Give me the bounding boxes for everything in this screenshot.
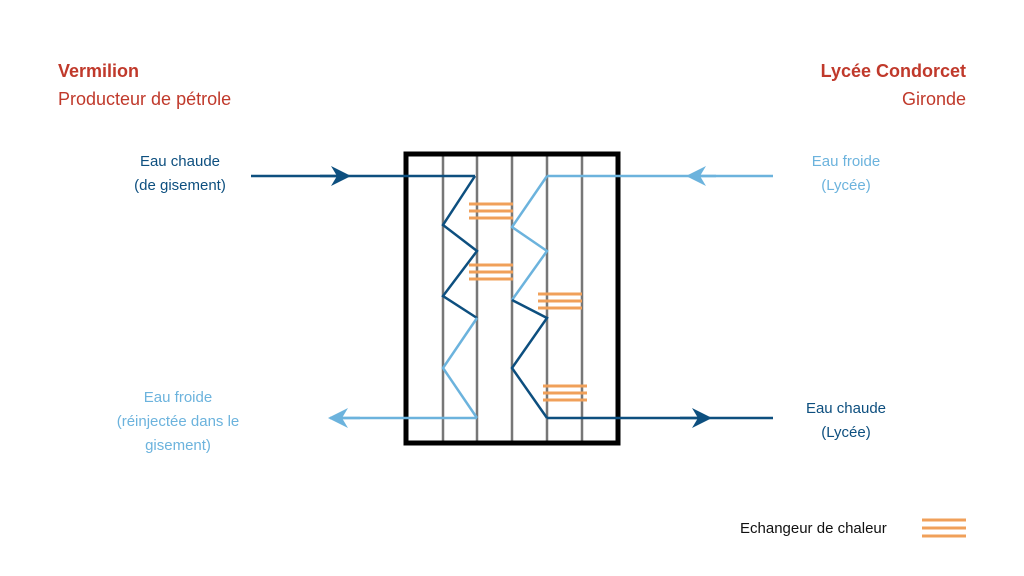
heat-exchanger-icon-3 xyxy=(538,292,582,310)
cold-flow-zigzag-right xyxy=(510,175,549,301)
heat-exchanger-icon-1 xyxy=(469,202,513,220)
right-site-name: Lycée Condorcet xyxy=(820,61,966,81)
heat-exchanger-icon-4 xyxy=(543,384,587,402)
legend-label: Echangeur de chaleur xyxy=(740,520,887,537)
label-hot-water-in-line1: Eau chaude xyxy=(139,153,221,170)
label-cold-water-in-line2: (Lycée) xyxy=(821,177,871,194)
label-hot-water-out: Eau chaude (Lycée) xyxy=(786,397,906,445)
label-cold-water-in: Eau froide (Lycée) xyxy=(786,150,906,198)
exchanger-frame xyxy=(403,151,621,446)
label-hot-water-in: Eau chaude (de gisement) xyxy=(110,150,250,198)
label-hot-water-out-line1: Eau chaude xyxy=(805,400,887,417)
right-site-subtitle: Gironde xyxy=(901,89,966,109)
label-cold-water-in-line1: Eau froide xyxy=(811,153,881,170)
left-site-name: Vermilion xyxy=(58,61,140,81)
cold-flow-zigzag-left xyxy=(441,317,479,419)
heat-exchanger-icon-2 xyxy=(469,263,513,281)
label-hot-water-in-line2: (de gisement) xyxy=(134,177,226,194)
label-cold-water-out-line3: gisement) xyxy=(145,437,211,454)
label-cold-water-out-line1: Eau froide xyxy=(143,389,213,406)
left-site-subtitle: Producteur de pétrole xyxy=(58,89,232,109)
label-cold-water-out: Eau froide (réinjectée dans le gisement) xyxy=(98,386,258,458)
label-hot-water-out-line2: (Lycée) xyxy=(821,424,871,441)
label-cold-water-out-line2: (réinjectée dans le xyxy=(116,413,240,430)
legend-heat-exchanger-icon xyxy=(922,518,966,538)
hot-flow-zigzag-left xyxy=(441,175,479,320)
hot-flow-zigzag-right xyxy=(510,298,549,419)
